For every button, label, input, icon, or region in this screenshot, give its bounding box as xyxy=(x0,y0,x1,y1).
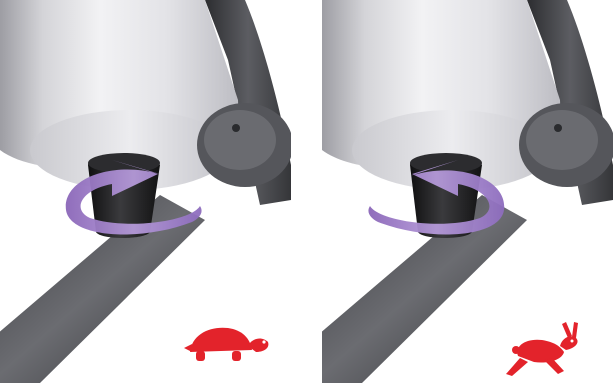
slow-adjustment-panel xyxy=(0,0,291,383)
fast-adjustment-illustration xyxy=(322,0,613,383)
hub-screw xyxy=(232,124,240,132)
rabbit-icon xyxy=(506,322,578,376)
slow-adjustment-illustration xyxy=(0,0,291,383)
hub-screw xyxy=(554,124,562,132)
turtle-icon xyxy=(184,328,268,361)
fast-adjustment-panel xyxy=(322,0,613,383)
